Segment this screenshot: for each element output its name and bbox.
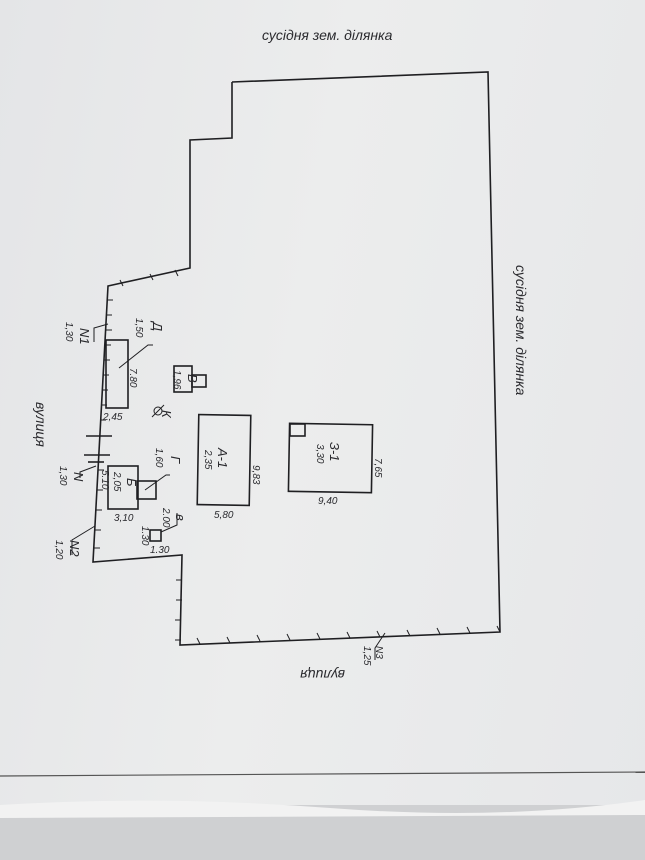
building-d-dim-h: 7.80	[127, 368, 138, 388]
marker-n2-value: 1,20	[53, 540, 64, 560]
building-v-small-dim-h: 1.30	[139, 526, 150, 546]
building-v-small-dim-w: 1.30	[150, 545, 170, 556]
building-b-name: Б	[124, 478, 139, 487]
building-b	[107, 465, 139, 510]
building-z1-dim-h: 7,65	[372, 458, 383, 478]
building-z1-value: 3,30	[314, 444, 325, 464]
building-d-dim-w: 2,45	[102, 412, 123, 423]
marker-n1-line	[93, 323, 109, 342]
building-g-name: Г	[168, 456, 183, 464]
well-icon	[153, 406, 163, 416]
building-v-value: 1,96	[171, 370, 182, 390]
building-d-name: Д	[150, 320, 165, 331]
neighbor-top-label: сусідня зем. ділянка	[262, 27, 393, 43]
street-left-label: вулиця	[33, 402, 49, 447]
street-bottom-label: вулиця	[300, 667, 345, 683]
building-a1-name: А-1	[215, 447, 230, 468]
marker-n1-name: N1	[77, 328, 92, 345]
marker-n-name: N	[71, 472, 86, 482]
building-v-small-name: в	[173, 514, 188, 521]
marker-n2-line	[71, 525, 96, 555]
marker-n2-name: N2	[67, 540, 82, 557]
marker-n1-value: 1,30	[63, 322, 74, 342]
marker-n-line	[79, 465, 97, 478]
building-z1-dim-w: 9,40	[318, 496, 338, 507]
marker-n-value: 1,30	[57, 466, 68, 486]
building-g-value: 1,60	[153, 448, 164, 468]
building-a1-value: 2,35	[202, 449, 213, 470]
building-z1-name: З-1	[327, 442, 342, 462]
building-a1-dim-w: 5,80	[214, 510, 234, 521]
paper-edge	[0, 800, 645, 818]
building-a1	[196, 413, 252, 507]
building-d-value: 1,50	[133, 318, 144, 338]
marker-n3-line	[374, 632, 386, 660]
building-a1-dim-h: 9,83	[250, 465, 261, 485]
marker-n3-name: N3	[373, 646, 384, 659]
building-b-dim-w: 3,10	[114, 513, 134, 524]
building-z1	[287, 422, 374, 494]
neighbor-right-label: сусідня зем. ділянка	[513, 265, 529, 396]
fence-ticks	[94, 269, 501, 645]
building-d	[105, 339, 129, 409]
gate	[84, 435, 112, 463]
plot-boundary	[92, 71, 501, 646]
marker-n3-value: 1,25	[361, 646, 372, 666]
building-v-small	[149, 529, 162, 542]
building-v-small-value: 2.00	[160, 507, 171, 528]
building-v-name: В	[185, 374, 200, 383]
frame-line	[0, 771, 645, 777]
building-b-dim-h: 5.10	[99, 470, 110, 490]
building-b-value: 2,05	[111, 471, 122, 492]
well-label: К	[159, 410, 174, 419]
